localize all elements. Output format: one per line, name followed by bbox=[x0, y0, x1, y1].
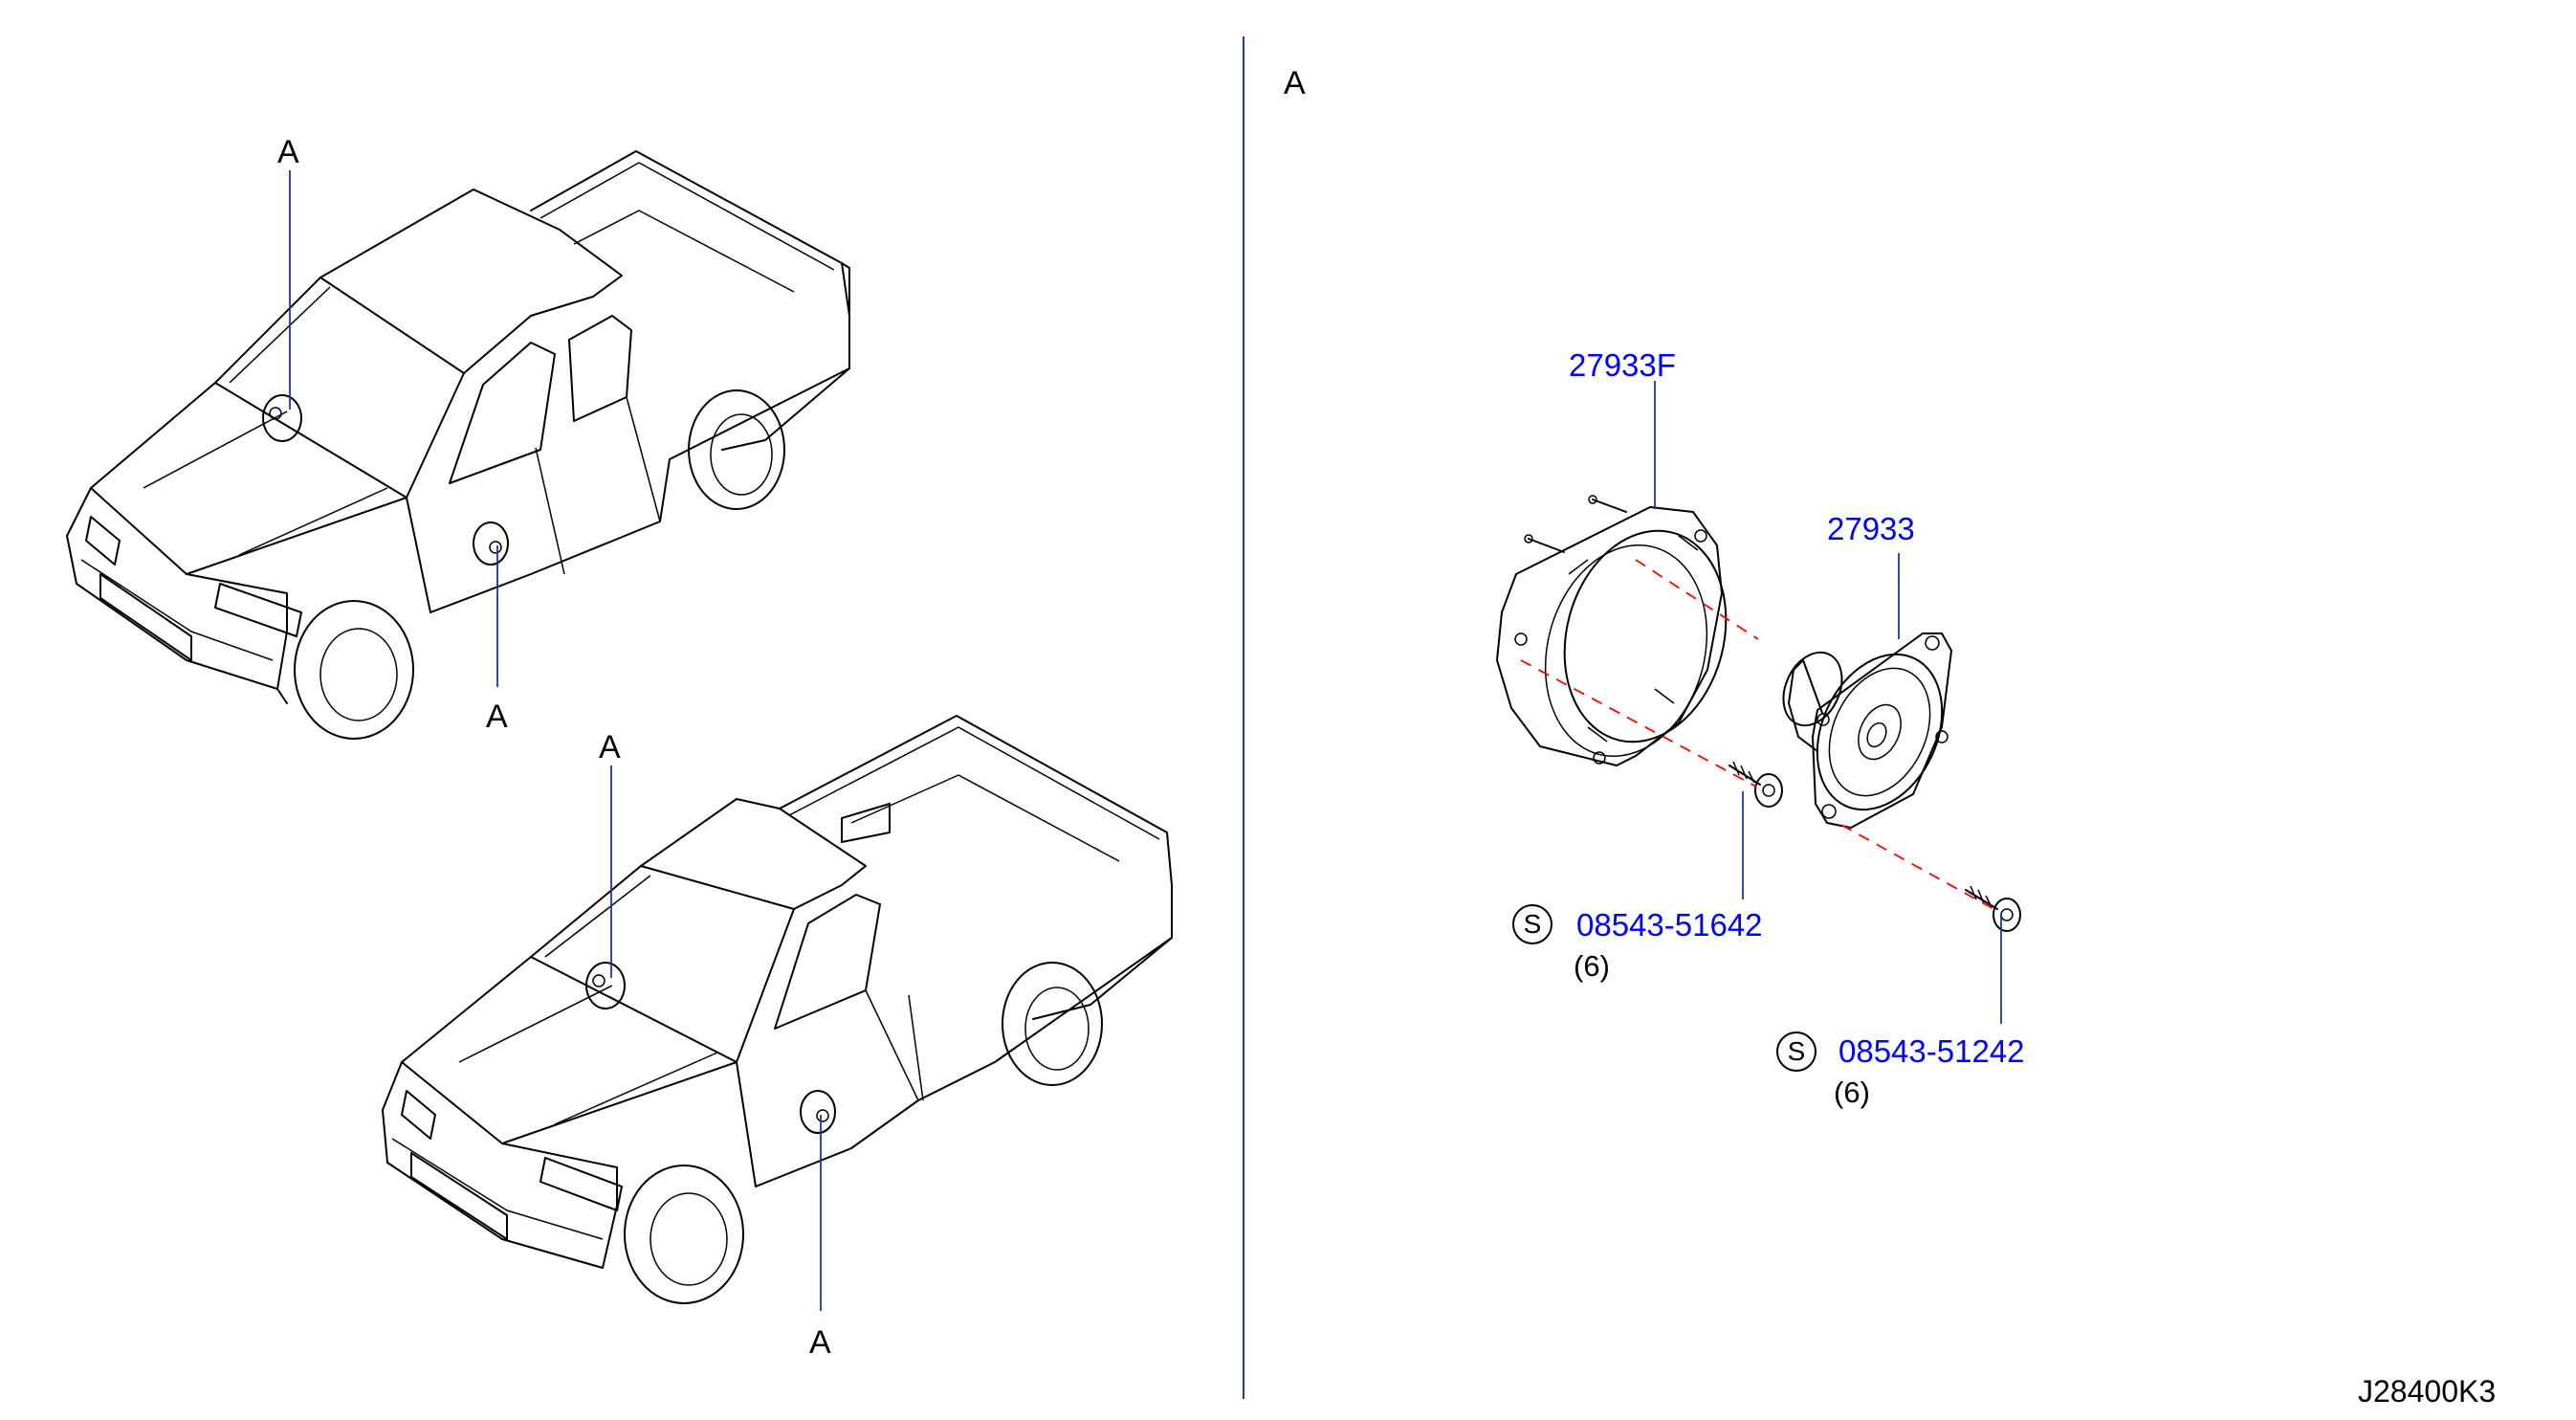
callout-single-dash: A bbox=[599, 729, 621, 765]
callout-single-door: A bbox=[809, 1324, 831, 1361]
speaker-bracket-illustration bbox=[1496, 495, 1728, 766]
screw-symbol-badge-1: S bbox=[1512, 904, 1552, 944]
speaker-illustration bbox=[1782, 632, 1952, 829]
part-number-speaker: 27933 bbox=[1827, 511, 1915, 546]
part-number-screw-speaker: 08543-51242 bbox=[1838, 1033, 2025, 1069]
quantity-screw-bracket: (6) bbox=[1574, 949, 1610, 983]
diagram-code: J28400K3 bbox=[2358, 1374, 2497, 1409]
axis-line-upper bbox=[1635, 559, 1759, 640]
callout-cab-dash: A bbox=[277, 134, 299, 170]
part-number-screw-bracket: 08543-51642 bbox=[1576, 907, 1763, 943]
king-cab-truck-illustration bbox=[66, 150, 850, 740]
quantity-screw-speaker: (6) bbox=[1834, 1076, 1870, 1109]
callout-cab-door: A bbox=[486, 699, 508, 735]
axis-line-lower bbox=[1840, 824, 1998, 912]
screw-illustration-1 bbox=[1728, 761, 1783, 808]
screw-symbol-badge-2: S bbox=[1776, 1032, 1816, 1072]
axis-line-middle bbox=[1520, 659, 1757, 788]
screw-illustration-2 bbox=[1965, 885, 2021, 932]
part-number-bracket: 27933F bbox=[1569, 347, 1676, 383]
detail-view-label: A bbox=[1284, 65, 1306, 101]
single-cab-truck-illustration bbox=[382, 715, 1173, 1304]
